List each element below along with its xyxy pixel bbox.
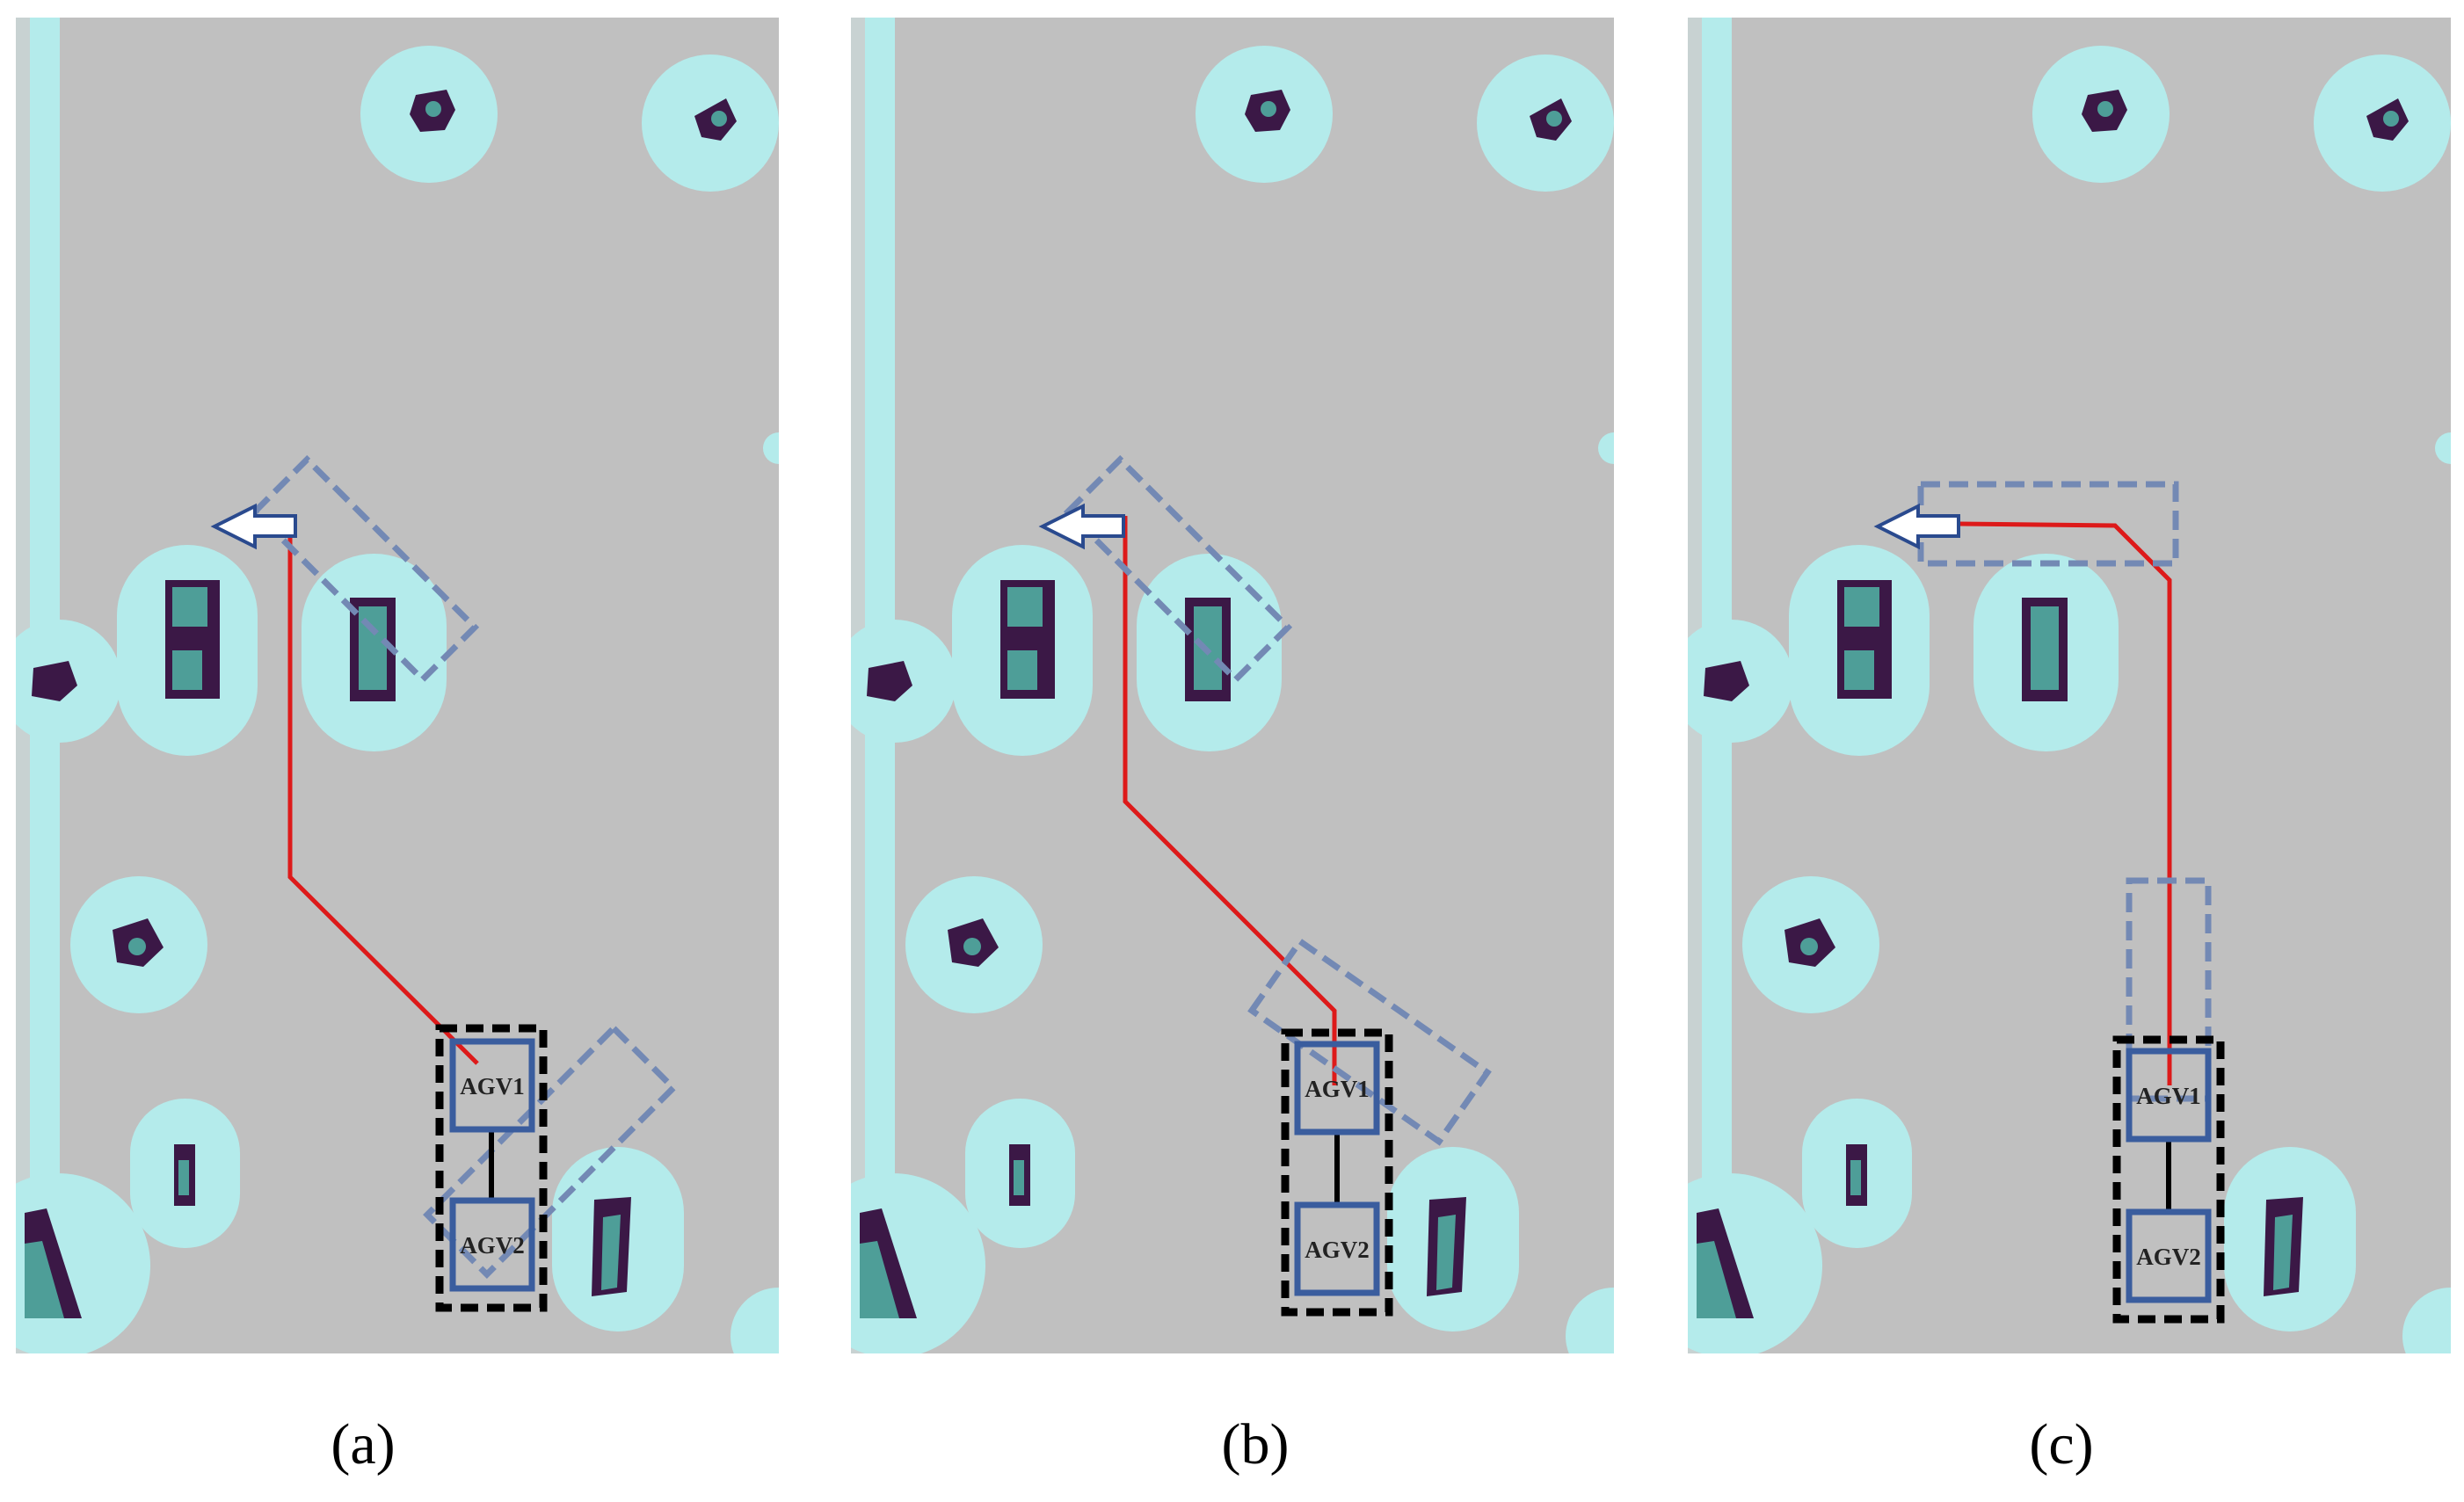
map-background: [16, 18, 779, 1353]
panel-c: AGV1 AGV2: [1688, 18, 2451, 1353]
map-background: [1688, 18, 2451, 1353]
formation-frame: [1281, 1028, 1393, 1317]
formation-frame: [435, 1024, 548, 1312]
caption-b: (b): [1222, 1412, 1290, 1477]
planned-path: [287, 516, 479, 1065]
agv1-label: AGV1: [2136, 1083, 2201, 1109]
planned-path: [1123, 516, 1337, 1085]
heading-arrow: [210, 503, 297, 550]
agv1-box: [2126, 1048, 2212, 1143]
agv1-box: [449, 1038, 535, 1133]
caption-c: (c): [2029, 1412, 2093, 1477]
formation-frame: [2112, 1035, 2225, 1324]
footprint-goal: [1063, 454, 1293, 685]
map-background: [851, 18, 1614, 1353]
footprint-start: [1247, 937, 1492, 1146]
agv2-label: AGV2: [460, 1232, 525, 1259]
panel-a: AGV1 AGV2: [16, 18, 779, 1353]
agv2-box: [449, 1197, 535, 1292]
footprint-start: [2126, 877, 2212, 1102]
agv2-box: [1294, 1201, 1380, 1296]
heading-arrow: [1873, 503, 1960, 550]
agv2-label: AGV2: [2136, 1244, 2201, 1270]
planned-path: [1958, 521, 2172, 1085]
panel-b: AGV1 AGV2: [851, 18, 1614, 1353]
agv2-box: [2126, 1208, 2212, 1303]
caption-a: (a): [331, 1412, 395, 1477]
agv1-label: AGV1: [1305, 1076, 1370, 1102]
agv1-label: AGV1: [460, 1073, 525, 1099]
heading-arrow: [1038, 503, 1125, 550]
footprint-goal: [250, 454, 480, 685]
agv2-label: AGV2: [1305, 1237, 1370, 1263]
agv1-box: [1294, 1041, 1380, 1136]
